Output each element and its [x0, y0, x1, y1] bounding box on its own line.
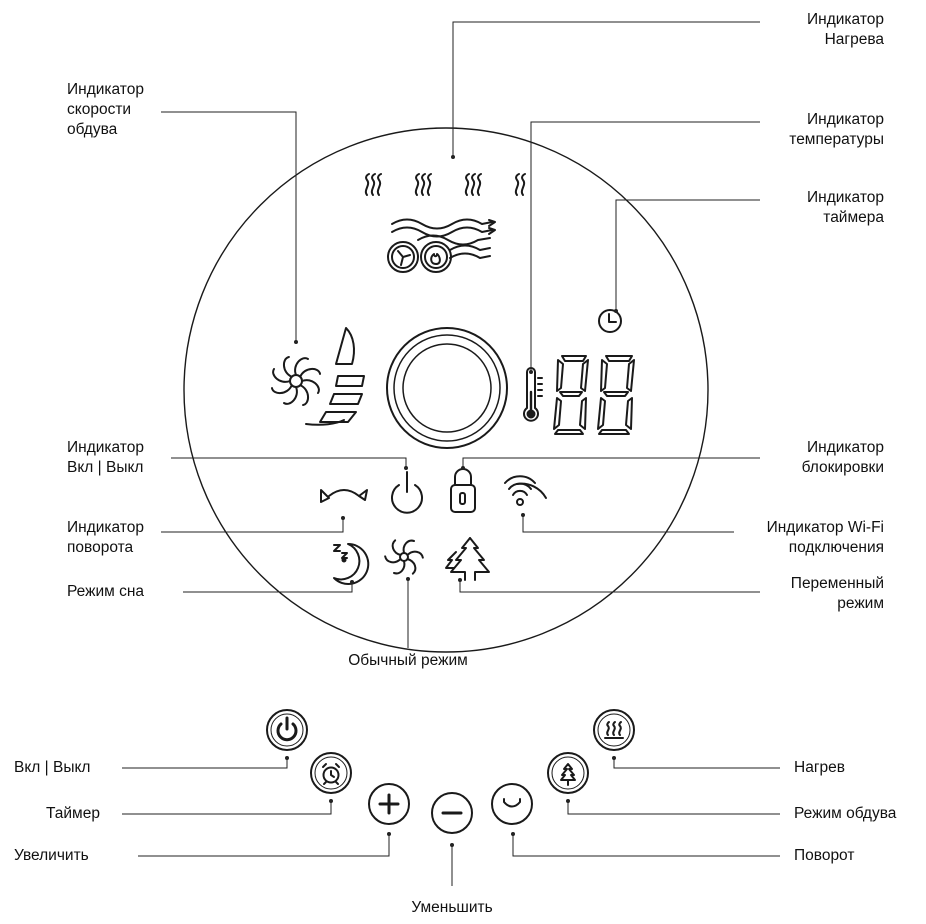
label-sleep-mode: Режим сна [67, 583, 145, 600]
decrease-button[interactable] [431, 792, 473, 834]
clock-icon [598, 309, 622, 333]
rotation-icon [320, 489, 368, 503]
central-ring [386, 327, 508, 449]
seven-segment-display [553, 355, 635, 435]
power-button[interactable] [266, 709, 308, 751]
wifi-icon [504, 475, 547, 506]
label-increase-button: Увеличить [14, 847, 89, 864]
label-rotate-button: Поворот [794, 847, 855, 864]
fan-speed-icon [270, 327, 365, 426]
label-timer-button: Таймер [46, 805, 100, 822]
tree-icon [445, 537, 490, 581]
lock-icon [450, 468, 476, 513]
label-power-button: Вкл | Выкл [14, 759, 91, 776]
fan-heater-icon [387, 218, 496, 273]
sleep-moon-icon [333, 542, 370, 585]
heat-button[interactable] [593, 709, 635, 751]
leader-lines [161, 21, 760, 648]
label-decrease-button: Уменьшить [411, 899, 493, 916]
timer-button[interactable] [310, 752, 352, 794]
fan-icon [384, 539, 424, 575]
rotate-button[interactable] [491, 783, 533, 825]
label-normal-mode: Обычный режим [348, 652, 468, 669]
label-heat-button: Нагрев [794, 759, 845, 776]
display-panel-circle [183, 127, 709, 653]
label-fan-mode-button: Режим обдува [794, 805, 897, 822]
fan-mode-button[interactable] [547, 752, 589, 794]
increase-button[interactable] [368, 783, 410, 825]
power-icon [391, 471, 423, 514]
heat-waves-icon [364, 173, 526, 196]
thermometer-icon [523, 367, 543, 422]
button-leader-lines [122, 756, 780, 886]
